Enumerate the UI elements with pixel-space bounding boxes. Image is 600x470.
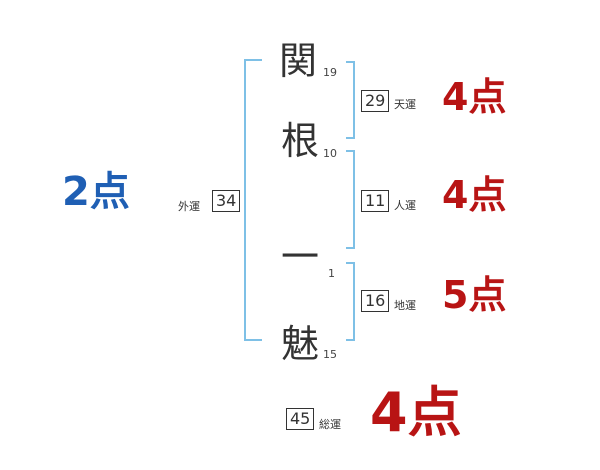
jinun-bracket [346,150,355,249]
chiun-score: 5点 [442,273,507,317]
name-char-4: 魅 [281,322,320,366]
jinun-label: 人運 [394,199,416,212]
gaiun-score: 2点 [62,169,130,215]
gaiun-bracket [244,59,262,341]
stroke-count-2: 10 [323,147,337,160]
souun-value-box: 45 [286,408,315,430]
souun-score: 4点 [370,381,462,444]
gaiun-value-box: 34 [212,190,241,212]
tenun-label: 天運 [394,98,416,111]
name-char-2: 根 [281,119,320,163]
tenun-value-box: 29 [361,90,390,112]
souun-label: 総運 [319,418,341,431]
stroke-count-4: 15 [323,348,337,361]
chiun-bracket [346,262,355,341]
tenun-bracket [346,61,355,139]
jinun-value-box: 11 [361,190,390,212]
jinun-score: 4点 [442,173,507,217]
name-char-3: 一 [281,235,320,279]
stroke-count-1: 19 [323,66,337,79]
name-char-1: 関 [279,39,318,83]
gaiun-label: 外運 [178,200,200,213]
chiun-value-box: 16 [361,290,390,312]
stroke-count-3: 1 [328,267,335,280]
tenun-score: 4点 [442,75,507,119]
chiun-label: 地運 [394,299,416,312]
